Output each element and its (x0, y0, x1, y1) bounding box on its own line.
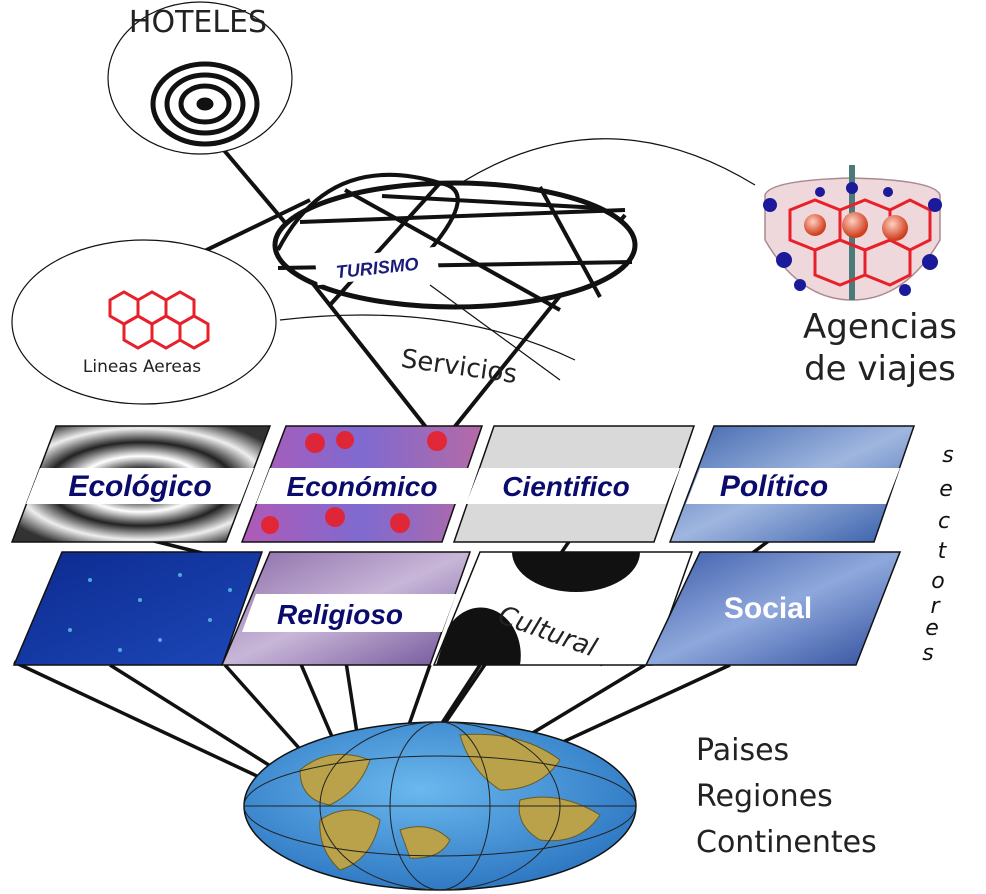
turismo-cone: TURISMO Servicios (272, 172, 638, 390)
sector-panel-ecologico: Ecológico (10, 425, 272, 543)
servicios-label: Servicios (399, 344, 519, 390)
place-paises: Paises (696, 733, 789, 768)
sector-panel-cientifico: Cientifico (452, 425, 696, 543)
agencias-label-line1: Agencias (803, 307, 957, 347)
places-list: Paises Regiones Continentes (696, 733, 877, 860)
molecule-pattern-icon (261, 431, 447, 534)
place-continentes: Continentes (696, 825, 877, 860)
sector-panel-politico: Político (668, 425, 916, 543)
sectores-letter: r (930, 594, 941, 619)
sector-panel-religioso: Religioso (220, 551, 472, 666)
crystal-molecule-icon (763, 182, 942, 296)
sector-label-cientifico: Cientifico (502, 471, 630, 502)
sector-panel-cultural: Cultural (432, 551, 694, 666)
sector-label-social: Social (724, 592, 812, 625)
sector-label-economico: Económico (287, 471, 438, 502)
hoteles-label: HOTELES (129, 5, 267, 40)
place-regiones: Regiones (696, 779, 833, 814)
target-icon (150, 61, 260, 147)
hoteles-node: HOTELES (107, 1, 293, 155)
agencias-node: Agencias de viajes (763, 165, 957, 389)
sectores-letter: e (925, 616, 939, 641)
sector-label-politico: Político (720, 470, 828, 503)
lineas-aereas-label: Lineas Aereas (83, 357, 201, 377)
sectores-letter: t (938, 539, 948, 564)
sector-panel-blank (12, 551, 264, 666)
sectores-letter: s (942, 443, 953, 468)
sectores-letter: c (938, 509, 950, 534)
molecule-icon (108, 290, 210, 350)
lineas-aereas-node: Lineas Aereas (11, 239, 277, 405)
sector-panel-economico: Económico (240, 425, 484, 543)
agencias-connector (449, 138, 756, 191)
sector-label-ecologico: Ecológico (68, 470, 211, 503)
sectores-letter: s (922, 641, 933, 666)
sectores-letter: o (931, 569, 944, 594)
sector-panel-social: Social (644, 551, 902, 666)
sector-label-religioso: Religioso (277, 599, 403, 630)
sectores-vertical-label: s e c t o r e s (922, 443, 953, 666)
globe (243, 721, 637, 891)
agencias-label-line2: de viajes (804, 349, 956, 389)
sectores-letter: e (939, 477, 953, 502)
